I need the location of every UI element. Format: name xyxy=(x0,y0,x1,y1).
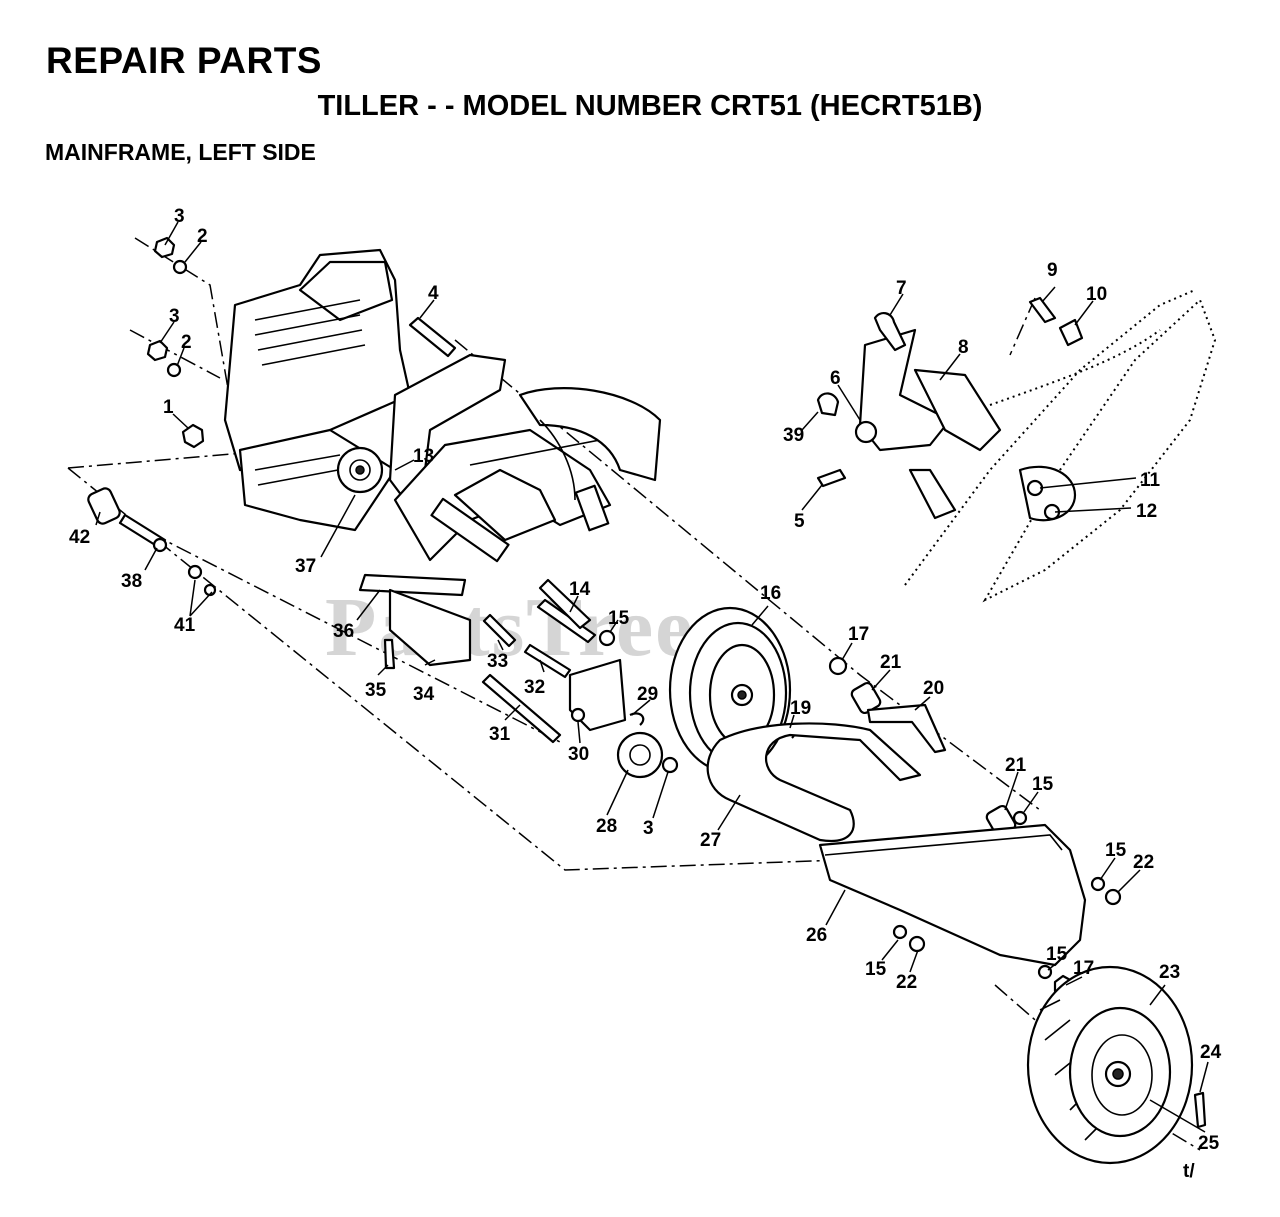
callout-14: 14 xyxy=(569,579,591,600)
callout-9: 9 xyxy=(1047,260,1058,281)
callout-1: 1 xyxy=(163,397,174,418)
callout-38: 38 xyxy=(121,571,142,592)
callout-32: 32 xyxy=(524,677,545,698)
watermark: PartsTree xyxy=(325,581,694,674)
callout-12: 12 xyxy=(1136,501,1157,522)
callout-16: 16 xyxy=(760,583,781,604)
wheel-tire xyxy=(1026,965,1194,1165)
callout-21: 21 xyxy=(1005,755,1027,776)
callout-2: 2 xyxy=(181,332,192,353)
engine xyxy=(223,248,412,532)
callout-42: 42 xyxy=(69,527,90,548)
callout-13: 13 xyxy=(413,446,434,467)
callout-2: 2 xyxy=(197,226,208,247)
callout-7: 7 xyxy=(896,278,907,299)
callout-27: 27 xyxy=(700,830,721,851)
callout-23: 23 xyxy=(1159,962,1180,983)
callout-37: 37 xyxy=(295,556,316,577)
callout-39: 39 xyxy=(783,425,804,446)
callout-22: 22 xyxy=(896,972,917,993)
tine-shield-outline xyxy=(904,289,1217,603)
callout-3: 3 xyxy=(643,818,654,839)
callout-35: 35 xyxy=(365,680,387,701)
callout-22: 22 xyxy=(1133,852,1154,873)
callout-11: 11 xyxy=(1140,470,1161,491)
callout-26: 26 xyxy=(806,925,827,946)
callout-15: 15 xyxy=(1105,840,1127,861)
leader-lines xyxy=(95,221,1209,1133)
callout-10: 10 xyxy=(1086,284,1107,305)
callout-8: 8 xyxy=(958,337,969,358)
callout-19: 19 xyxy=(790,698,811,719)
callout-6: 6 xyxy=(830,368,841,389)
drive-belt xyxy=(706,722,922,843)
callout-labels: 3 2 3 2 1 4 7 8 6 39 9 10 11 12 5 13 37 … xyxy=(69,206,1222,1182)
callout-24: 24 xyxy=(1200,1042,1222,1063)
callout-3: 3 xyxy=(174,206,185,227)
callout-31: 31 xyxy=(489,724,511,745)
model-subtitle: TILLER - - MODEL NUMBER CRT51 (HECRT51B) xyxy=(317,90,983,122)
callout-25: 25 xyxy=(1198,1133,1220,1154)
callout-21: 21 xyxy=(880,652,902,673)
callout-41: 41 xyxy=(174,615,196,636)
callout-20: 20 xyxy=(923,678,944,699)
callout-5: 5 xyxy=(794,511,805,532)
callout-29: 29 xyxy=(637,684,658,705)
misc-mark: t/ xyxy=(1183,1161,1195,1182)
mainframe xyxy=(388,353,662,563)
page-title: REPAIR PARTS xyxy=(46,40,322,81)
callout-36: 36 xyxy=(333,621,354,642)
callout-28: 28 xyxy=(596,816,617,837)
callout-17: 17 xyxy=(848,624,869,645)
callout-3: 3 xyxy=(169,306,180,327)
section-heading: MAINFRAME, LEFT SIDE xyxy=(45,139,316,165)
callout-34: 34 xyxy=(413,684,435,705)
belt-cover xyxy=(818,823,1087,967)
deflector-bracket xyxy=(854,328,1077,522)
callout-30: 30 xyxy=(568,744,589,765)
callout-15: 15 xyxy=(1032,774,1054,795)
callout-15: 15 xyxy=(1046,944,1068,965)
callout-33: 33 xyxy=(487,651,508,672)
callout-4: 4 xyxy=(428,283,439,304)
callout-15: 15 xyxy=(865,959,887,980)
callout-17: 17 xyxy=(1073,958,1094,979)
callout-15: 15 xyxy=(608,608,630,629)
